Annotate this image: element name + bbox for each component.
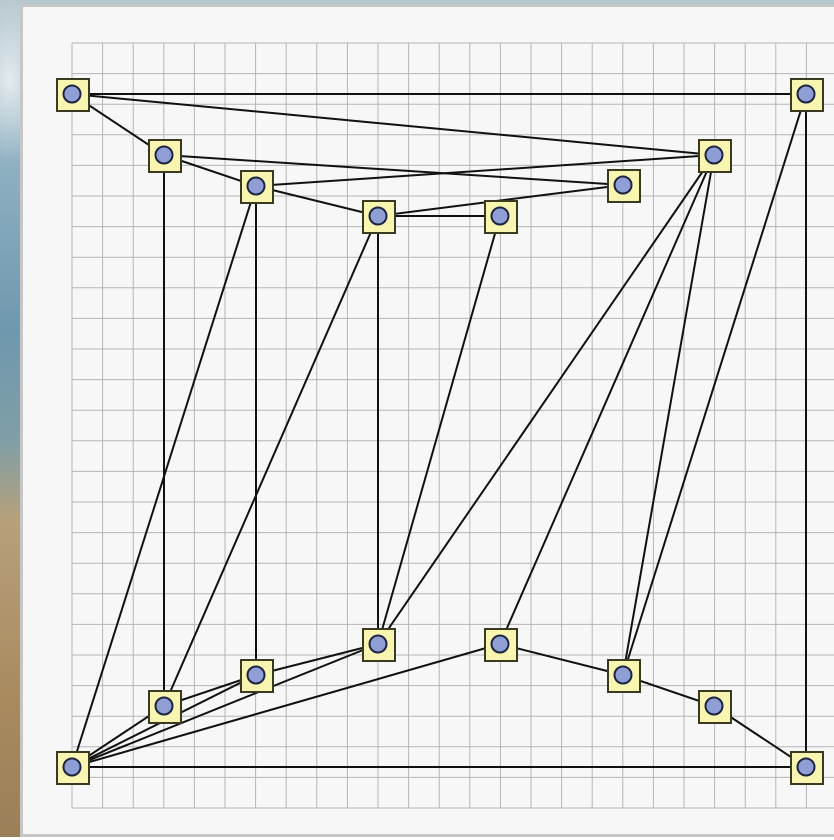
graph-node[interactable]	[791, 752, 823, 784]
graph-node[interactable]	[699, 691, 731, 723]
node-circle[interactable]	[156, 698, 173, 715]
graph-node[interactable]	[363, 201, 395, 233]
graph-edge	[164, 155, 623, 185]
node-circle[interactable]	[492, 636, 509, 653]
graph-edge	[378, 155, 714, 644]
graph-edge	[500, 155, 714, 644]
graph-node[interactable]	[149, 691, 181, 723]
node-circle[interactable]	[370, 636, 387, 653]
graph-node[interactable]	[57, 752, 89, 784]
graph-canvas[interactable]	[23, 7, 834, 840]
graph-edge	[164, 216, 378, 706]
graph-node[interactable]	[699, 140, 731, 172]
graph-node[interactable]	[485, 201, 517, 233]
node-circle[interactable]	[615, 667, 632, 684]
graph-node[interactable]	[363, 629, 395, 661]
node-circle[interactable]	[706, 698, 723, 715]
graph-node[interactable]	[149, 140, 181, 172]
graph-node[interactable]	[57, 79, 89, 111]
node-circle[interactable]	[706, 147, 723, 164]
graph-node[interactable]	[485, 629, 517, 661]
diagram-panel	[20, 4, 834, 837]
graph-node[interactable]	[791, 79, 823, 111]
node-circle[interactable]	[64, 759, 81, 776]
graph-node[interactable]	[608, 660, 640, 692]
node-circle[interactable]	[615, 177, 632, 194]
graph-node[interactable]	[608, 170, 640, 202]
graph-edge	[256, 155, 714, 186]
graph-node[interactable]	[241, 171, 273, 203]
node-circle[interactable]	[370, 208, 387, 225]
node-circle[interactable]	[156, 147, 173, 164]
graph-edge	[623, 155, 714, 675]
node-circle[interactable]	[64, 86, 81, 103]
node-circle[interactable]	[798, 759, 815, 776]
node-circle[interactable]	[248, 178, 265, 195]
node-circle[interactable]	[492, 208, 509, 225]
graph-node[interactable]	[241, 660, 273, 692]
node-circle[interactable]	[248, 667, 265, 684]
node-circle[interactable]	[798, 86, 815, 103]
